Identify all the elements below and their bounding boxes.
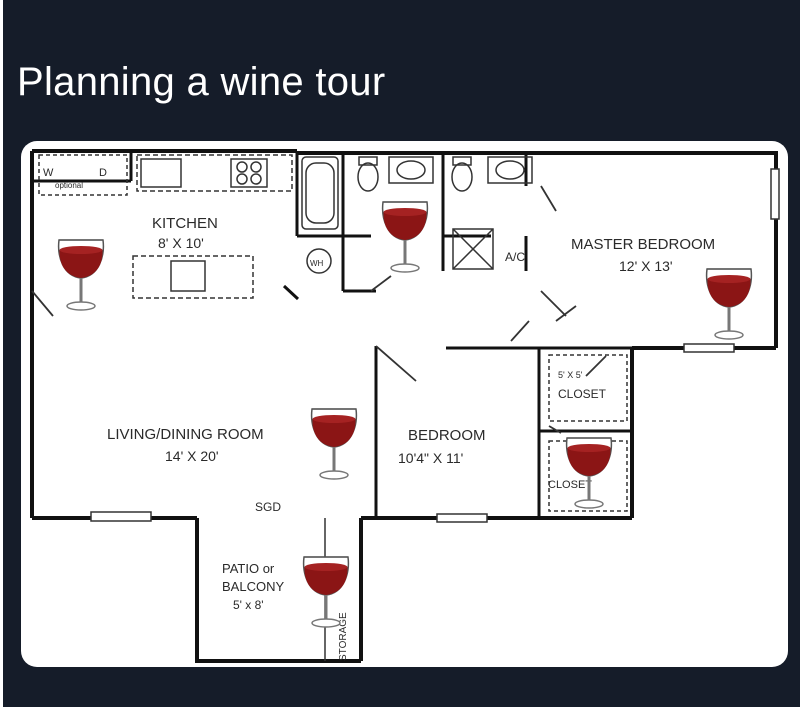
- kitchen-fixtures: [38, 154, 293, 299]
- floor-plan-drawing: W D optional KITCHEN 8' X 10' WH A/C MAS…: [30, 149, 780, 663]
- left-border-rule: [0, 0, 3, 707]
- master-bedroom-size-label: 12' X 13': [619, 258, 673, 274]
- bedroom-label: BEDROOM: [408, 427, 486, 444]
- living-dining-size-label: 14' X 20': [165, 448, 219, 464]
- living-dining-label: LIVING/DINING ROOM: [107, 426, 264, 443]
- patio-label: PATIO or: [222, 561, 275, 576]
- dryer-label: D: [99, 167, 107, 179]
- optional-label: optional: [55, 181, 83, 190]
- washer-label: W: [43, 167, 54, 179]
- water-heater-label: WH: [310, 259, 324, 268]
- ac-label: A/C: [505, 250, 525, 264]
- wine-glass-icon: [381, 200, 429, 274]
- kitchen-label: KITCHEN: [152, 215, 218, 232]
- interior-walls: [32, 151, 632, 518]
- post-title: Planning a wine tour: [17, 60, 386, 104]
- closet-label-2: CLOSET: [548, 479, 592, 491]
- balcony-label: BALCONY: [222, 579, 284, 594]
- doors: [31, 185, 607, 434]
- master-bedroom-label: MASTER BEDROOM: [571, 236, 715, 253]
- closet-label: CLOSET: [558, 387, 607, 401]
- bedroom-size-label: 10'4" X 11': [398, 450, 463, 466]
- floor-plan-image[interactable]: W D optional KITCHEN 8' X 10' WH A/C MAS…: [21, 141, 788, 667]
- wine-glass-icon: [57, 238, 105, 312]
- patio-size-label: 5' x 8': [233, 598, 264, 612]
- wine-glass-icon: [705, 267, 753, 341]
- windows: [90, 168, 780, 523]
- kitchen-size-label: 8' X 10': [158, 235, 204, 251]
- closet-size-label: 5' X 5': [558, 370, 583, 380]
- sliding-glass-door-label: SGD: [255, 500, 281, 514]
- storage-label: STORAGE: [338, 612, 349, 661]
- wine-glass-icon: [565, 436, 613, 510]
- wine-glass-icon: [310, 407, 358, 481]
